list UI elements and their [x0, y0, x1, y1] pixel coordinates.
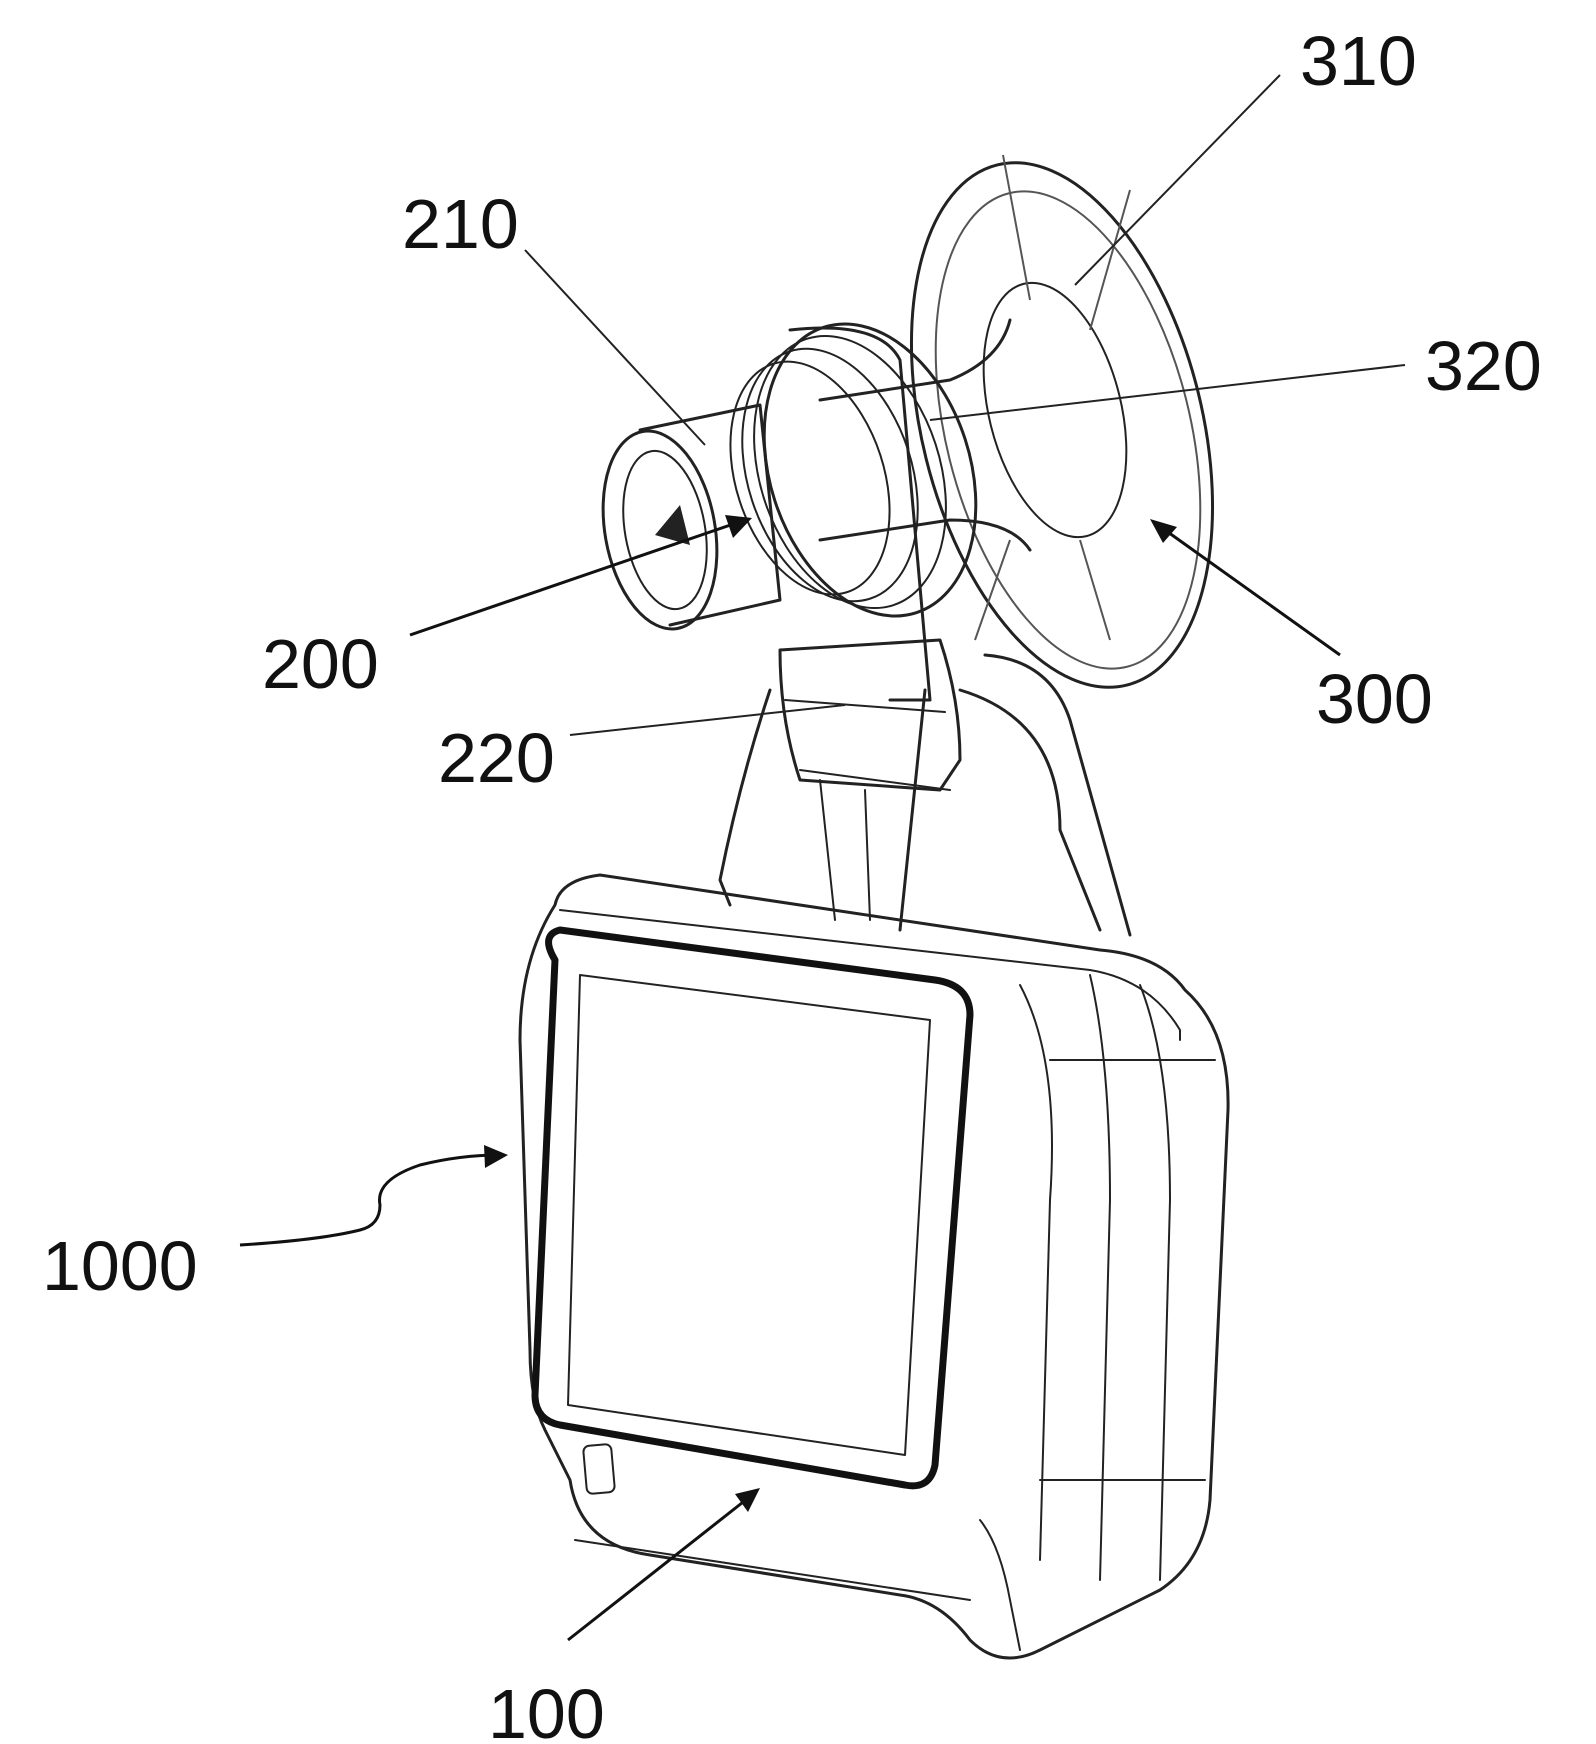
arrow-1000	[240, 1155, 500, 1245]
display-screen	[535, 930, 970, 1486]
label-320: 320	[1425, 327, 1542, 405]
mouthpiece-mount-220	[780, 640, 960, 790]
leader-320	[930, 365, 1405, 420]
label-300: 300	[1316, 660, 1433, 738]
label-220: 220	[438, 719, 555, 797]
stand-300	[820, 131, 1263, 719]
annotation-leaders	[240, 75, 1405, 1640]
label-200: 200	[262, 625, 379, 703]
mouthpiece-200	[588, 296, 1011, 700]
main-body-100	[520, 875, 1228, 1658]
label-1000: 1000	[42, 1227, 198, 1305]
label-210: 210	[402, 185, 519, 263]
stand-disc-310	[861, 131, 1262, 719]
reference-numerals: 310 210 320 200 300 220 1000 100	[42, 22, 1542, 1744]
leader-210	[525, 250, 705, 445]
mouthpiece-tube-210	[588, 405, 780, 638]
leader-220	[570, 705, 845, 735]
label-310: 310	[1300, 22, 1417, 100]
stand-post-320	[820, 320, 1030, 550]
leader-310	[1075, 75, 1280, 285]
label-100: 100	[488, 1675, 605, 1744]
button	[583, 1444, 615, 1494]
